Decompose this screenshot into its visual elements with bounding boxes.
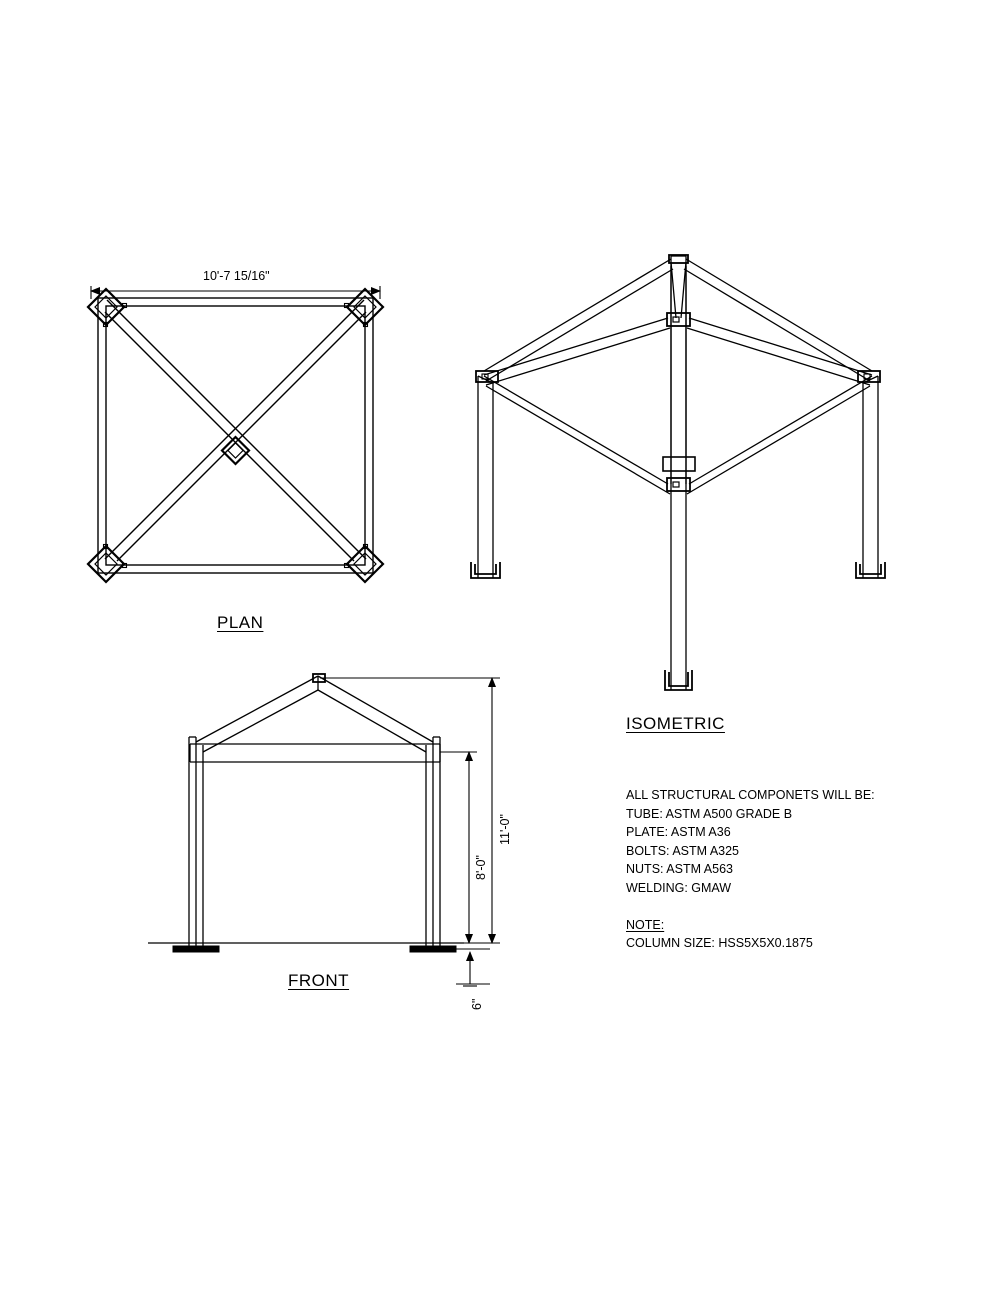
plan-view-geometry [86, 287, 385, 584]
notes-spec-welding: WELDING: GMAW [626, 880, 732, 895]
general-notes-block: ALL STRUCTURAL COMPONETS WILL BE: TUBE: … [626, 786, 946, 953]
plan-corner-column-tl [86, 287, 126, 327]
note-heading: NOTE: [626, 917, 665, 932]
front-column-right [409, 736, 457, 953]
iso-center-post [662, 254, 696, 691]
iso-column-left [470, 370, 501, 579]
plan-corner-column-tr [345, 287, 385, 327]
front-column-height-dimension-text: 8'-0" [474, 855, 488, 880]
plan-width-dimension [90, 286, 381, 299]
front-view-label: FRONT [288, 971, 350, 990]
notes-spec-plate: PLATE: ASTM A36 [626, 825, 731, 840]
front-column-left [172, 736, 220, 953]
plan-view-label: PLAN [217, 613, 264, 632]
iso-baseplate-left [470, 562, 501, 579]
notes-spacer [626, 898, 946, 916]
plan-corner-column-bl [86, 544, 126, 584]
front-total-height-dimension-text: 11'-0" [498, 814, 512, 845]
notes-spec-bolts: BOLTS: ASTM A325 [626, 843, 740, 858]
plan-width-dimension-text: 10'-7 15/16" [203, 269, 270, 283]
iso-baseplate-right [855, 562, 886, 579]
front-below-grade-dimension-text: 6" [470, 998, 484, 1010]
isometric-view-geometry [470, 254, 886, 691]
iso-baseplate-front [664, 670, 693, 691]
plan-corner-column-br [345, 544, 385, 584]
note-column-size: COLUMN SIZE: HSS5X5X0.1875 [626, 936, 813, 951]
plan-joint-marks [102, 302, 369, 569]
plan-center-node [220, 435, 251, 466]
iso-column-right [855, 370, 886, 579]
notes-heading-line: ALL STRUCTURAL COMPONETS WILL BE: [626, 788, 875, 802]
notes-spec-tube: TUBE: ASTM A500 GRADE B [626, 806, 793, 821]
front-height-dimensions [320, 677, 500, 987]
notes-spec-nuts: NUTS: ASTM A563 [626, 862, 733, 877]
isometric-view-label: ISOMETRIC [626, 714, 725, 733]
front-view-geometry [148, 673, 464, 953]
